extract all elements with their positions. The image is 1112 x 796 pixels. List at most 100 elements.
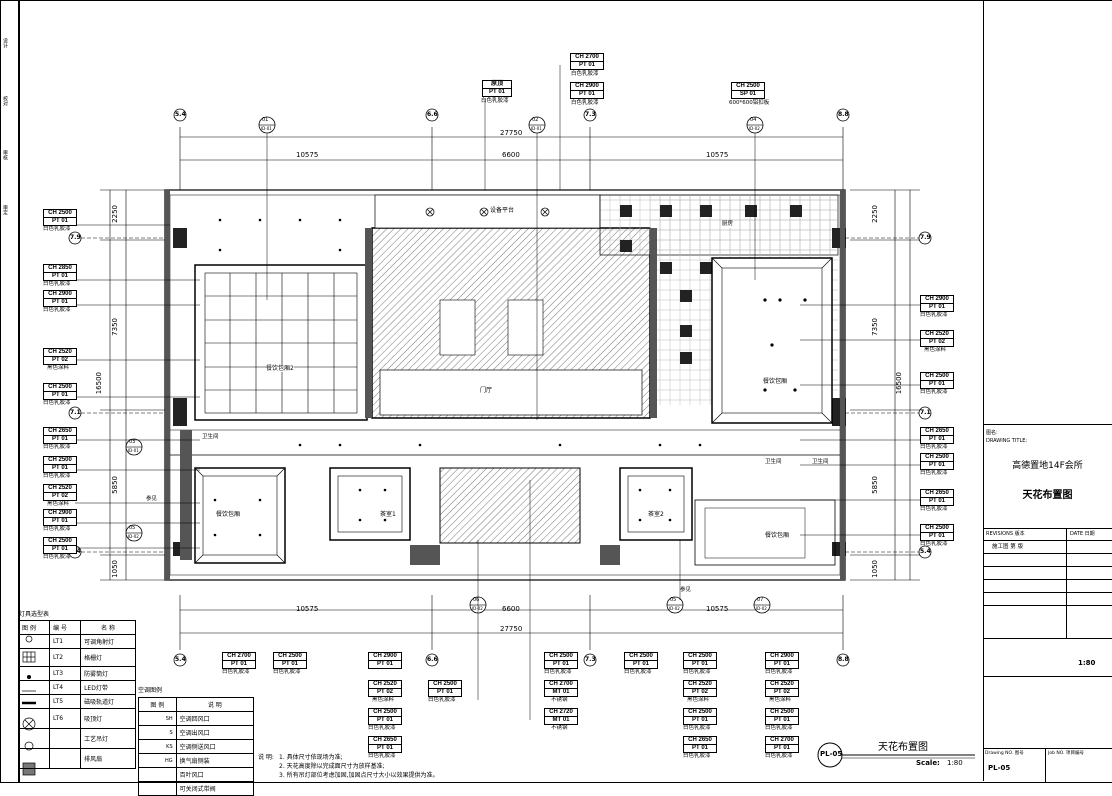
ceiling-tag-note: 不锈钢 bbox=[551, 697, 568, 703]
ceiling-tag-note: 白色乳胶漆 bbox=[920, 312, 948, 318]
left-strip-label: 审核 bbox=[2, 150, 8, 160]
room-label: 卫生间 bbox=[765, 459, 782, 465]
drawing-no: PL-05 bbox=[988, 764, 1011, 772]
notes-line: 1. 具体尺寸依现场为准; bbox=[279, 754, 343, 761]
ac-legend-code bbox=[138, 767, 177, 782]
legend-symbol bbox=[17, 680, 51, 695]
section-id: 03 bbox=[129, 439, 136, 445]
scale-value-title-block: 1:80 bbox=[1078, 659, 1096, 667]
title-block-divider bbox=[983, 605, 1112, 606]
room-label: 参见 bbox=[680, 587, 692, 593]
room-label: 餐饮包厢2 bbox=[266, 365, 294, 372]
ceiling-tag-note: 黑色涂料 bbox=[47, 365, 70, 371]
ceiling-tag-note: 白色乳胶漆 bbox=[920, 389, 948, 395]
legend-symbol bbox=[17, 648, 51, 667]
legend-code: LT4 bbox=[49, 680, 82, 695]
ceiling-tag-note: 白色乳胶漆 bbox=[43, 307, 71, 313]
grid-col-label: 8.8 bbox=[838, 656, 849, 663]
ceiling-tag-note: 白色乳胶漆 bbox=[683, 725, 711, 731]
light-legend-header: 图 例 bbox=[17, 620, 51, 635]
dim-left-v: 2250 bbox=[111, 205, 119, 223]
title-block-divider bbox=[983, 676, 1112, 677]
grid-row-label: 7.1 bbox=[920, 409, 931, 416]
room-label: 餐饮包厢 bbox=[765, 532, 790, 539]
job-no-label: Job NO. 项目编号 bbox=[1048, 751, 1084, 756]
ceiling-tag-note: 白色乳胶漆 bbox=[43, 473, 71, 479]
dim-left: 10575 bbox=[296, 151, 319, 159]
ceiling-tag-note: 白色乳胶漆 bbox=[765, 753, 793, 759]
drawing-no-label: Drawing NO. 图号 bbox=[985, 751, 1024, 756]
grid-row-label: 7.9 bbox=[70, 234, 81, 241]
ceiling-tag-note: 白色乳胶漆 bbox=[920, 541, 948, 547]
left-strip-label: 校对 bbox=[2, 96, 8, 106]
ceiling-tag-note: 黑色涂料 bbox=[687, 697, 710, 703]
section-ref: ID-01 bbox=[261, 126, 272, 131]
dim-right-v: 2250 bbox=[871, 205, 879, 223]
title-block-divider bbox=[983, 579, 1112, 580]
legend-code: LT3 bbox=[49, 666, 82, 681]
ceiling-tag-note: 白色乳胶漆 bbox=[544, 669, 572, 675]
legend-code bbox=[49, 748, 82, 769]
legend-name: 防雾筒灯 bbox=[80, 666, 136, 681]
grid-col-label: 6.6 bbox=[427, 111, 438, 118]
ceiling-tag-note: 白色乳胶漆 bbox=[368, 725, 396, 731]
ceiling-tag-note: 白色乳胶漆 bbox=[428, 697, 456, 703]
legend-code: LT1 bbox=[49, 634, 82, 649]
ceiling-tag-note: 白色乳胶漆 bbox=[920, 444, 948, 450]
section-id: 07 bbox=[757, 597, 764, 603]
section-ref: ID-02 bbox=[128, 534, 139, 539]
ceiling-tag-note: 黑色涂料 bbox=[769, 697, 792, 703]
ac-legend-name: 空调出风口 bbox=[175, 725, 255, 740]
legend-code: LT2 bbox=[49, 648, 82, 667]
light-legend-header: 编 号 bbox=[49, 620, 82, 635]
ac-legend-code: S bbox=[138, 725, 177, 740]
room-label: 茶室1 bbox=[380, 511, 396, 518]
section-ref: ID-02 bbox=[756, 606, 767, 611]
ac-legend-header: 图 例 bbox=[138, 697, 177, 712]
ceiling-tag-note: 白色乳胶漆 bbox=[43, 400, 71, 406]
notes-label: 说 明: bbox=[258, 754, 274, 761]
date-label: DATE 日期 bbox=[1070, 531, 1095, 537]
legend-symbol bbox=[17, 634, 51, 649]
dim-right-v: 7350 bbox=[871, 318, 879, 336]
ac-legend-code: HG bbox=[138, 753, 177, 768]
title-block-divider bbox=[983, 528, 1112, 529]
section-ref: ID-02 bbox=[669, 606, 680, 611]
legend-name: LED灯带 bbox=[80, 680, 136, 695]
dim-left-bottom: 10575 bbox=[296, 605, 319, 613]
title-block-divider bbox=[983, 540, 1112, 541]
room-label: 厨房 bbox=[722, 221, 734, 228]
section-id: 06 bbox=[473, 597, 480, 603]
legend-name: 吸顶灯 bbox=[80, 708, 136, 729]
grid-row-label: 5.4 bbox=[920, 548, 931, 555]
legend-name: 格栅灯 bbox=[80, 648, 136, 667]
ceiling-tag-note: 黑色涂料 bbox=[924, 347, 947, 353]
ac-legend-name: 空调侧送风口 bbox=[175, 739, 255, 754]
ceiling-tag-note: 白色乳胶漆 bbox=[43, 226, 71, 232]
ceiling-tag-note: 600*600铝扣板 bbox=[729, 100, 770, 106]
ceiling-tag-note: 白色乳胶漆 bbox=[43, 554, 71, 560]
ac-legend-title: 空调图例 bbox=[138, 687, 163, 694]
legend-name: 排风扇 bbox=[80, 748, 136, 769]
section-id: 02 bbox=[532, 117, 539, 123]
ceiling-tag-note: 白色乳胶漆 bbox=[571, 100, 599, 106]
light-legend-title: 灯具选型表 bbox=[19, 611, 50, 618]
section-ref: ID-01 bbox=[531, 126, 542, 131]
dim-left-v: 5850 bbox=[111, 476, 119, 494]
section-ref: ID-02 bbox=[749, 126, 760, 131]
room-label: 门厅 bbox=[480, 387, 493, 394]
